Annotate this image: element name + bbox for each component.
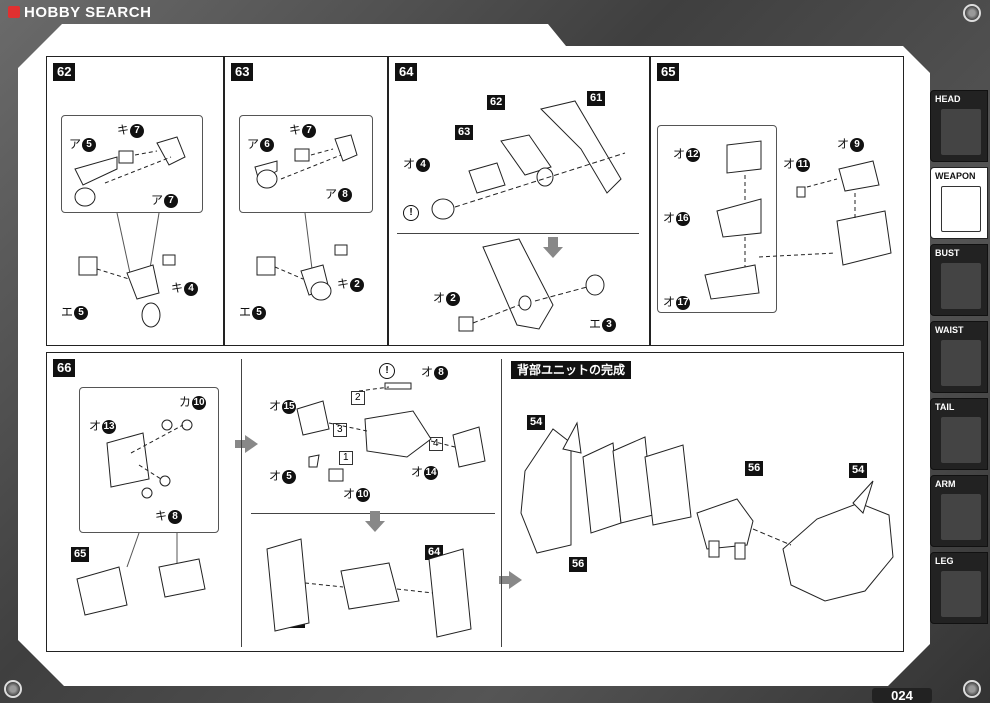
step-65-diagram [704, 140, 892, 300]
weapon-icon [941, 186, 981, 232]
tab-head[interactable]: HEAD [930, 90, 988, 162]
arrow-right-icon [235, 435, 258, 453]
sidebar: HEAD WEAPON BUST WAIST TAIL ARM LEG [928, 66, 990, 660]
arrow-right-icon [499, 571, 522, 589]
divider [501, 359, 502, 647]
tab-label: BUST [935, 248, 960, 258]
step-number: 66 [53, 359, 76, 377]
bolt-icon [963, 680, 981, 698]
head-icon [941, 109, 981, 155]
part-label: 56 [569, 557, 588, 572]
arrow-down-icon [543, 237, 563, 258]
tab-arm[interactable]: ARM [930, 475, 988, 547]
bust-icon [941, 263, 981, 309]
step-number: 63 [231, 63, 254, 81]
tab-label: WAIST [935, 325, 964, 335]
step-66-diagram [76, 382, 894, 638]
part-label: 62 [487, 95, 506, 110]
brand-name: HOBBY SEARCH [24, 4, 152, 21]
hobby-search-logo: HOBBY SEARCH [8, 4, 151, 21]
part-label: 54 [849, 463, 868, 478]
warning-icon: ! [403, 205, 419, 221]
tab-label: TAIL [935, 402, 955, 412]
warning-icon: ! [379, 363, 395, 379]
step-number: 62 [53, 63, 76, 81]
sequence-number: 3 [333, 423, 347, 437]
tab-label: HEAD [935, 94, 961, 104]
step-number: 64 [395, 63, 418, 81]
tab-bust[interactable]: BUST [930, 244, 988, 316]
arrow-down-icon [365, 511, 385, 532]
part-label: 54 [527, 415, 546, 430]
step-63-diagram [254, 134, 358, 301]
tab-label: WEAPON [935, 171, 976, 181]
tab-weapon[interactable]: WEAPON [930, 167, 988, 239]
step-64-diagram [431, 100, 626, 332]
leg-icon [941, 571, 981, 617]
tab-tail[interactable]: TAIL [930, 398, 988, 470]
bolt-icon [963, 4, 981, 22]
part-label: 63 [455, 125, 474, 140]
tab-label: LEG [935, 556, 954, 566]
tab-leg[interactable]: LEG [930, 552, 988, 624]
detail-box [79, 387, 219, 533]
part-label: 65 [71, 547, 90, 562]
part-label: 61 [587, 91, 606, 106]
page-number: 024 [872, 688, 932, 703]
completion-title: 背部ユニットの完成 [511, 361, 632, 379]
part-label: 56 [745, 461, 764, 476]
waist-icon [941, 340, 981, 386]
divider [241, 359, 242, 647]
tab-waist[interactable]: WAIST [930, 321, 988, 393]
tab-label: ARM [935, 479, 956, 489]
logo-icon [8, 6, 20, 18]
sequence-number: 4 [429, 437, 443, 451]
sequence-number: 1 [339, 451, 353, 465]
sequence-number: 2 [351, 391, 365, 405]
step-62-diagram [74, 136, 186, 328]
divider [397, 233, 639, 234]
step-number: 65 [657, 63, 680, 81]
tail-icon [941, 417, 981, 463]
bolt-icon [4, 680, 22, 698]
arm-icon [941, 494, 981, 540]
